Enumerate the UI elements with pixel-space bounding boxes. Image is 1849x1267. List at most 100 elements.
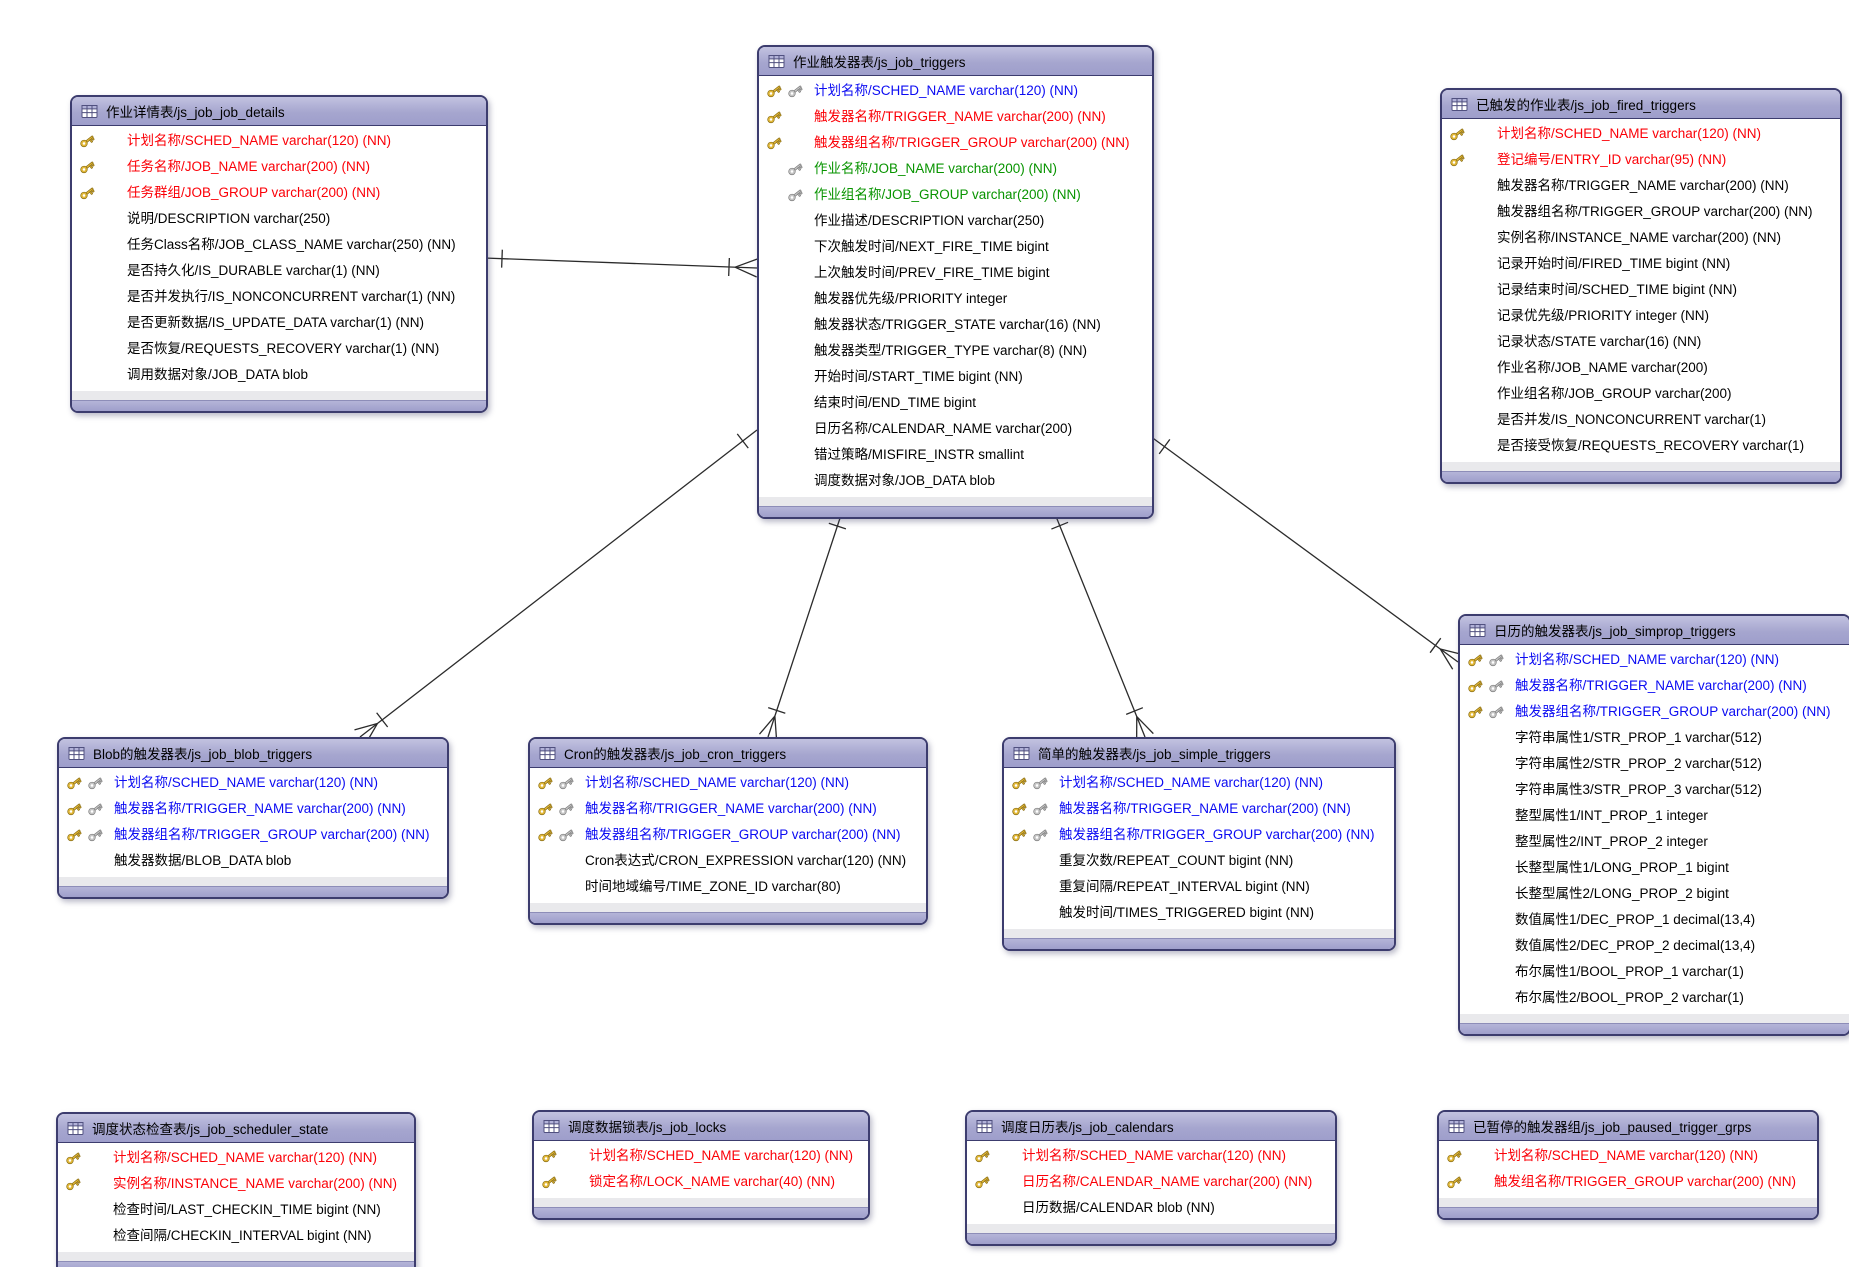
column-row[interactable]: 结束时间/END_TIME bigint [759,390,1152,416]
table-header[interactable]: 已触发的作业表/js_job_fired_triggers [1442,90,1840,119]
column-row[interactable]: 记录开始时间/FIRED_TIME bigint (NN) [1442,251,1840,277]
column-row[interactable]: 调用数据对象/JOB_DATA blob [72,362,486,388]
column-row[interactable]: 记录结束时间/SCHED_TIME bigint (NN) [1442,277,1840,303]
relationship-connector[interactable] [354,429,758,745]
column-row[interactable]: 触发器优先级/PRIORITY integer [759,286,1152,312]
column-row[interactable]: 是否接受恢复/REQUESTS_RECOVERY varchar(1) [1442,433,1840,459]
column-row[interactable]: 布尔属性2/BOOL_PROP_2 varchar(1) [1460,985,1849,1011]
column-row[interactable]: 触发器组名称/TRIGGER_GROUP varchar(200) (NN) [59,822,447,848]
column-row[interactable]: 长整型属性2/LONG_PROP_2 bigint [1460,881,1849,907]
column-row[interactable]: 触发器组名称/TRIGGER_GROUP varchar(200) (NN) [759,130,1152,156]
er-table-js_job_blob_triggers[interactable]: Blob的触发器表/js_job_blob_triggers 计划名称/SCHE… [57,737,449,899]
column-row[interactable]: 数值属性1/DEC_PROP_1 decimal(13,4) [1460,907,1849,933]
er-table-js_job_job_details[interactable]: 作业详情表/js_job_job_details 计划名称/SCHED_NAME… [70,95,488,413]
column-row[interactable]: 字符串属性1/STR_PROP_1 varchar(512) [1460,725,1849,751]
column-row[interactable]: 错过策略/MISFIRE_INSTR smallint [759,442,1152,468]
column-row[interactable]: 登记编号/ENTRY_ID varchar(95) (NN) [1442,147,1840,173]
relationship-connector[interactable] [758,508,847,740]
column-row[interactable]: 触发器名称/TRIGGER_NAME varchar(200) (NN) [1004,796,1394,822]
column-row[interactable]: 触发器组名称/TRIGGER_GROUP varchar(200) (NN) [530,822,926,848]
column-row[interactable]: 计划名称/SCHED_NAME varchar(120) (NN) [72,128,486,154]
column-row[interactable]: 触发器组名称/TRIGGER_GROUP varchar(200) (NN) [1442,199,1840,225]
column-row[interactable]: 任务Class名称/JOB_CLASS_NAME varchar(250) (N… [72,232,486,258]
column-row[interactable]: 是否恢复/REQUESTS_RECOVERY varchar(1) (NN) [72,336,486,362]
column-row[interactable]: 布尔属性1/BOOL_PROP_1 varchar(1) [1460,959,1849,985]
er-table-js_job_simple_triggers[interactable]: 简单的触发器表/js_job_simple_triggers 计划名称/SCHE… [1002,737,1396,951]
column-row[interactable]: 是否持久化/IS_DURABLE varchar(1) (NN) [72,258,486,284]
column-row[interactable]: 计划名称/SCHED_NAME varchar(120) (NN) [1442,121,1840,147]
table-header[interactable]: 调度日历表/js_job_calendars [967,1112,1335,1141]
column-row[interactable]: 触发器名称/TRIGGER_NAME varchar(200) (NN) [530,796,926,822]
column-row[interactable]: 字符串属性3/STR_PROP_3 varchar(512) [1460,777,1849,803]
column-row[interactable]: 计划名称/SCHED_NAME varchar(120) (NN) [59,770,447,796]
column-row[interactable]: 日历名称/CALENDAR_NAME varchar(200) (NN) [967,1169,1335,1195]
column-row[interactable]: 重复次数/REPEAT_COUNT bigint (NN) [1004,848,1394,874]
table-header[interactable]: Blob的触发器表/js_job_blob_triggers [59,739,447,768]
column-row[interactable]: 调度数据对象/JOB_DATA blob [759,468,1152,494]
column-row[interactable]: 日历名称/CALENDAR_NAME varchar(200) [759,416,1152,442]
er-table-js_job_triggers[interactable]: 作业触发器表/js_job_triggers 计划名称/SCHED_NAME v… [757,45,1154,519]
column-row[interactable]: 整型属性2/INT_PROP_2 integer [1460,829,1849,855]
column-row[interactable]: 开始时间/START_TIME bigint (NN) [759,364,1152,390]
er-table-js_job_cron_triggers[interactable]: Cron的触发器表/js_job_cron_triggers 计划名称/SCHE… [528,737,928,925]
column-row[interactable]: 检查时间/LAST_CHECKIN_TIME bigint (NN) [58,1197,414,1223]
relationship-connector[interactable] [1149,435,1464,670]
column-row[interactable]: 触发器数据/BLOB_DATA blob [59,848,447,874]
table-header[interactable]: 调度状态检查表/js_job_scheduler_state [58,1114,414,1143]
table-header[interactable]: 日历的触发器表/js_job_simprop_triggers [1460,616,1849,645]
table-header[interactable]: Cron的触发器表/js_job_cron_triggers [530,739,926,768]
column-row[interactable]: 计划名称/SCHED_NAME varchar(120) (NN) [530,770,926,796]
column-row[interactable]: 触发器类型/TRIGGER_TYPE varchar(8) (NN) [759,338,1152,364]
column-row[interactable]: 字符串属性2/STR_PROP_2 varchar(512) [1460,751,1849,777]
column-row[interactable]: 重复间隔/REPEAT_INTERVAL bigint (NN) [1004,874,1394,900]
column-row[interactable]: 计划名称/SCHED_NAME varchar(120) (NN) [967,1143,1335,1169]
column-row[interactable]: 触发器名称/TRIGGER_NAME varchar(200) (NN) [759,104,1152,130]
column-row[interactable]: 触发器组名称/TRIGGER_GROUP varchar(200) (NN) [1460,699,1849,725]
relationship-connector[interactable] [483,249,758,278]
column-row[interactable]: 计划名称/SCHED_NAME varchar(120) (NN) [1004,770,1394,796]
table-header[interactable]: 简单的触发器表/js_job_simple_triggers [1004,739,1394,768]
column-row[interactable]: 作业名称/JOB_NAME varchar(200) (NN) [759,156,1152,182]
column-row[interactable]: 整型属性1/INT_PROP_1 integer [1460,803,1849,829]
column-row[interactable]: 触发器名称/TRIGGER_NAME varchar(200) (NN) [1442,173,1840,199]
column-row[interactable]: 作业名称/JOB_NAME varchar(200) [1442,355,1840,381]
column-row[interactable]: 长整型属性1/LONG_PROP_1 bigint [1460,855,1849,881]
column-row[interactable]: 触发器名称/TRIGGER_NAME varchar(200) (NN) [59,796,447,822]
column-row[interactable]: 记录状态/STATE varchar(16) (NN) [1442,329,1840,355]
column-row[interactable]: Cron表达式/CRON_EXPRESSION varchar(120) (NN… [530,848,926,874]
column-row[interactable]: 计划名称/SCHED_NAME varchar(120) (NN) [58,1145,414,1171]
column-row[interactable]: 实例名称/INSTANCE_NAME varchar(200) (NN) [58,1171,414,1197]
column-row[interactable]: 触发器组名称/TRIGGER_GROUP varchar(200) (NN) [1004,822,1394,848]
column-row[interactable]: 作业描述/DESCRIPTION varchar(250) [759,208,1152,234]
column-row[interactable]: 数值属性2/DEC_PROP_2 decimal(13,4) [1460,933,1849,959]
column-row[interactable]: 检查间隔/CHECKIN_INTERVAL bigint (NN) [58,1223,414,1249]
column-row[interactable]: 任务名称/JOB_NAME varchar(200) (NN) [72,154,486,180]
column-row[interactable]: 是否更新数据/IS_UPDATE_DATA varchar(1) (NN) [72,310,486,336]
column-row[interactable]: 作业组名称/JOB_GROUP varchar(200) (NN) [759,182,1152,208]
column-row[interactable]: 是否并发/IS_NONCONCURRENT varchar(1) [1442,407,1840,433]
column-row[interactable]: 下次触发时间/NEXT_FIRE_TIME bigint [759,234,1152,260]
er-table-js_job_simprop_triggers[interactable]: 日历的触发器表/js_job_simprop_triggers 计划名称/SCH… [1458,614,1849,1036]
column-row[interactable]: 日历数据/CALENDAR blob (NN) [967,1195,1335,1221]
er-table-js_job_locks[interactable]: 调度数据锁表/js_job_locks 计划名称/SCHED_NAME varc… [532,1110,870,1220]
column-row[interactable]: 计划名称/SCHED_NAME varchar(120) (NN) [1439,1143,1817,1169]
table-header[interactable]: 作业详情表/js_job_job_details [72,97,486,126]
column-row[interactable]: 说明/DESCRIPTION varchar(250) [72,206,486,232]
column-row[interactable]: 记录优先级/PRIORITY integer (NN) [1442,303,1840,329]
er-table-js_job_scheduler_state[interactable]: 调度状态检查表/js_job_scheduler_state 计划名称/SCHE… [56,1112,416,1267]
table-header[interactable]: 已暂停的触发器组/js_job_paused_trigger_grps [1439,1112,1817,1141]
column-row[interactable]: 计划名称/SCHED_NAME varchar(120) (NN) [534,1143,868,1169]
column-row[interactable]: 锁定名称/LOCK_NAME varchar(40) (NN) [534,1169,868,1195]
column-row[interactable]: 是否并发执行/IS_NONCONCURRENT varchar(1) (NN) [72,284,486,310]
column-row[interactable]: 实例名称/INSTANCE_NAME varchar(200) (NN) [1442,225,1840,251]
relationship-connector[interactable] [1051,508,1154,741]
column-row[interactable]: 时间地域编号/TIME_ZONE_ID varchar(80) [530,874,926,900]
table-header[interactable]: 调度数据锁表/js_job_locks [534,1112,868,1141]
column-row[interactable]: 触发组名称/TRIGGER_GROUP varchar(200) (NN) [1439,1169,1817,1195]
column-row[interactable]: 触发时间/TIMES_TRIGGERED bigint (NN) [1004,900,1394,926]
table-header[interactable]: 作业触发器表/js_job_triggers [759,47,1152,76]
column-row[interactable]: 触发器名称/TRIGGER_NAME varchar(200) (NN) [1460,673,1849,699]
column-row[interactable]: 作业组名称/JOB_GROUP varchar(200) [1442,381,1840,407]
column-row[interactable]: 计划名称/SCHED_NAME varchar(120) (NN) [759,78,1152,104]
er-table-js_job_calendars[interactable]: 调度日历表/js_job_calendars 计划名称/SCHED_NAME v… [965,1110,1337,1246]
